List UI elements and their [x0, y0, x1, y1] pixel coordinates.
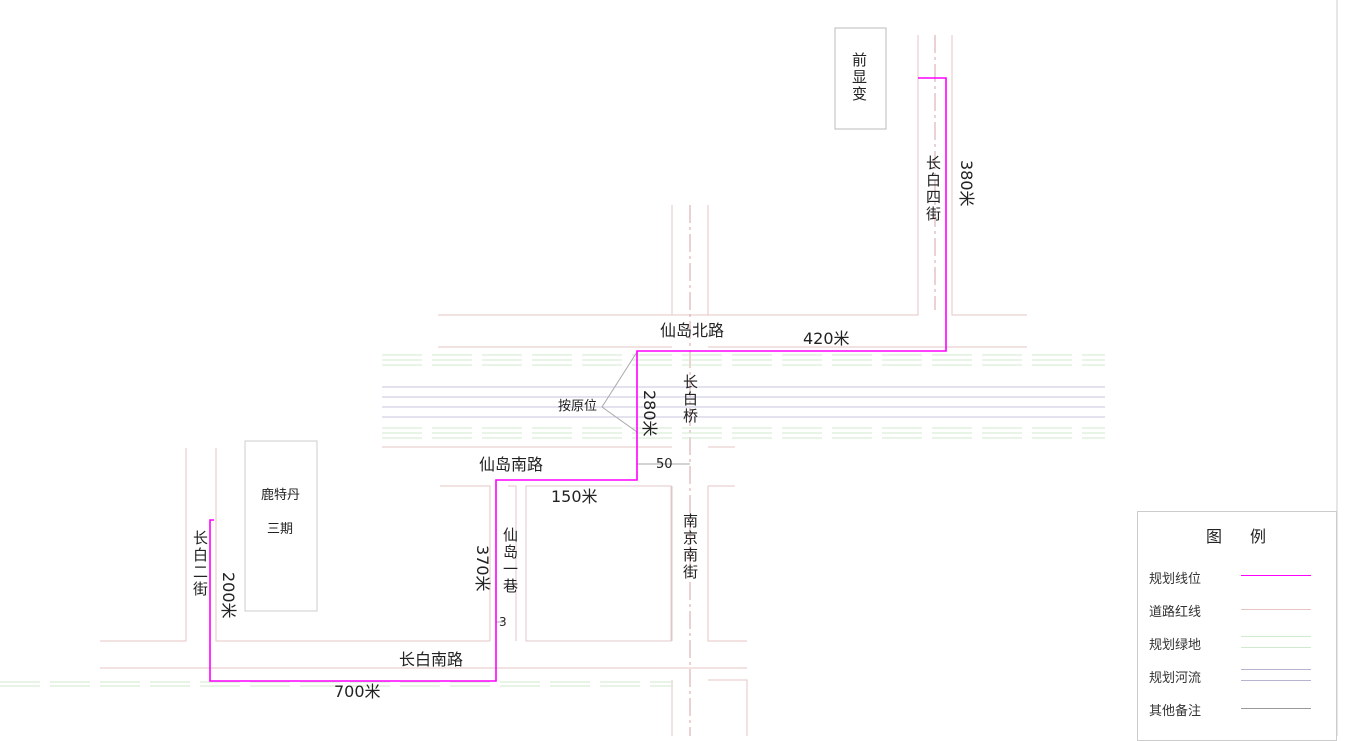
rotterdam-box [244, 440, 318, 612]
block-box [525, 485, 672, 642]
changbai-bridge-label: 长白桥 [681, 374, 699, 425]
distance-200: 200米 [219, 572, 238, 619]
annotation-lines [496, 351, 690, 623]
legend-item-green: 规划绿地 [1149, 638, 1202, 653]
substation-box [834, 27, 887, 130]
legend-item-road: 道路红线 [1149, 605, 1202, 620]
xiandao-north-road-label: 仙岛北路 [660, 321, 725, 340]
nanjing-south-street-label: 南京南街 [681, 513, 699, 581]
dimension-50: 50 [656, 457, 673, 472]
changbai-4th-street-label: 长白四街 [924, 155, 942, 223]
xiandao-lane1-label: 仙岛一巷 [501, 527, 519, 595]
legend-swatch-green [1241, 636, 1311, 648]
distance-150: 150米 [551, 487, 598, 506]
road-center-lines [689, 35, 936, 736]
green-belt [0, 354, 1105, 687]
distance-420: 420米 [803, 329, 850, 348]
as-original-note: 按原位 [558, 399, 598, 414]
distance-370: 370米 [473, 545, 492, 592]
legend-item-route: 规划线位 [1149, 572, 1202, 587]
phase3-label: 三期 [267, 522, 294, 537]
planned-route-line [209, 77, 947, 682]
changbai-2nd-street-label: 长白二街 [191, 530, 209, 598]
river [382, 386, 1105, 418]
legend: 图例 规划线位 道路红线 规划绿地 规划河流 其他备注 [1137, 511, 1337, 741]
distance-380: 380米 [957, 160, 976, 207]
legend-swatch-river [1241, 669, 1311, 681]
legend-swatch-other [1241, 708, 1311, 709]
road-red-lines [100, 35, 1027, 736]
legend-swatch-road [1241, 609, 1311, 610]
legend-swatch-route [1241, 575, 1311, 576]
distance-700: 700米 [334, 682, 381, 701]
legend-title: 图例 [1206, 527, 1295, 546]
legend-item-other: 其他备注 [1149, 704, 1202, 719]
dimension-3: 3 [499, 615, 507, 629]
changbai-south-road-label: 长白南路 [399, 650, 464, 669]
xiandao-south-road-label: 仙岛南路 [479, 455, 544, 474]
substation-label: 前显变 [850, 52, 868, 103]
rotterdam-label: 鹿特丹 [261, 488, 301, 503]
legend-item-river: 规划河流 [1149, 671, 1202, 686]
distance-280: 280米 [640, 390, 659, 437]
